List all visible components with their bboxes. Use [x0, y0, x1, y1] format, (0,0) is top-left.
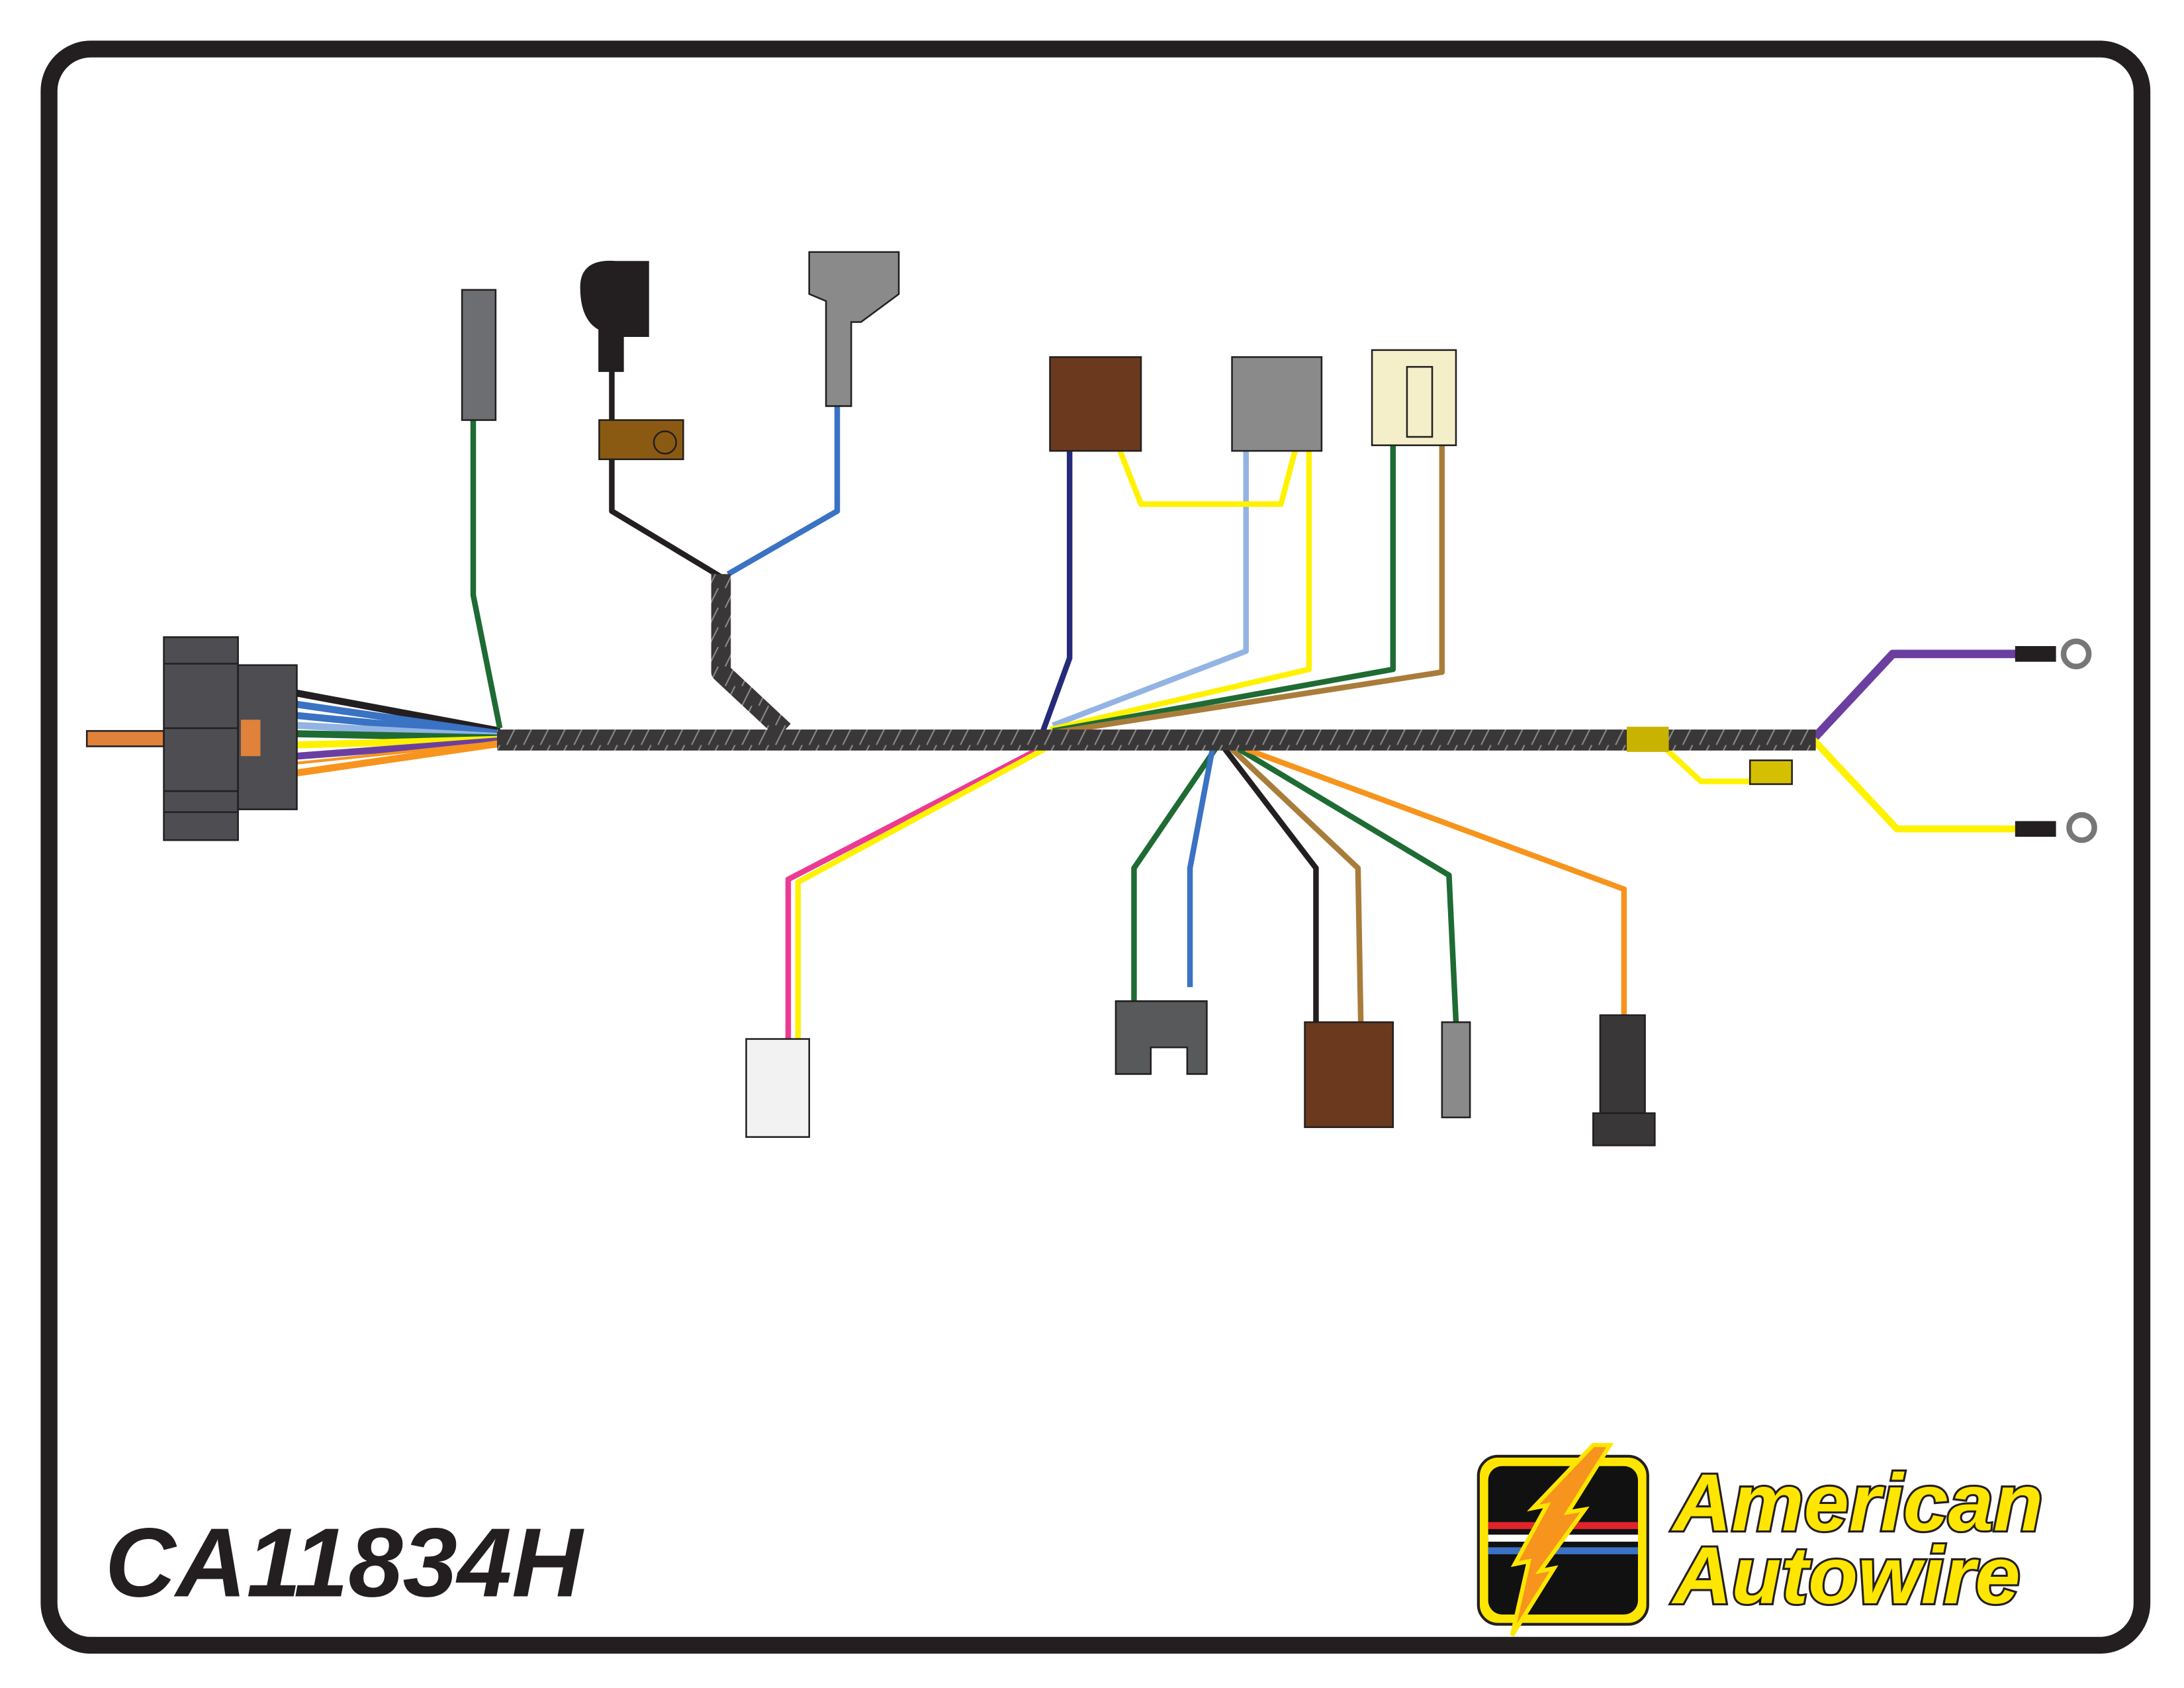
stud-bolt	[85, 729, 165, 747]
green-wire-connector	[461, 289, 497, 421]
gray-connector-upper	[1231, 356, 1323, 452]
lightning-bolt-icon	[1510, 1442, 1614, 1637]
bulb-socket	[580, 260, 649, 372]
american-autowire-logo: American Autowire	[1477, 1442, 2045, 1637]
logo-line2: Autowire	[1671, 1530, 2021, 1620]
lower-branches	[785, 649, 2017, 1043]
main-trunk	[496, 729, 1816, 751]
yellow-sleeve	[1627, 726, 1669, 752]
gray-switch-connector	[808, 251, 900, 407]
part-number: CA11834H	[105, 1508, 585, 1617]
ring-terminal-top	[2060, 638, 2092, 670]
gray-connector-lower	[1115, 1000, 1208, 1075]
yellow-pigtail-connector	[1749, 759, 1793, 785]
hex-nut	[240, 720, 261, 757]
logo-line1: American	[1671, 1457, 2043, 1548]
brown-connector-lower	[1304, 1021, 1394, 1129]
white-connector	[745, 1038, 810, 1138]
black-connector	[1599, 1014, 1646, 1114]
brown-connector-upper	[1049, 356, 1142, 452]
bulkhead-connector	[85, 636, 298, 841]
ring-terminal-bottom	[2066, 812, 2097, 843]
gray-small-connector	[1441, 1021, 1471, 1119]
main-connector-wires	[296, 689, 501, 776]
page-border	[40, 40, 2151, 1654]
cream-connector	[1371, 349, 1457, 446]
upper-branches	[470, 367, 1445, 739]
